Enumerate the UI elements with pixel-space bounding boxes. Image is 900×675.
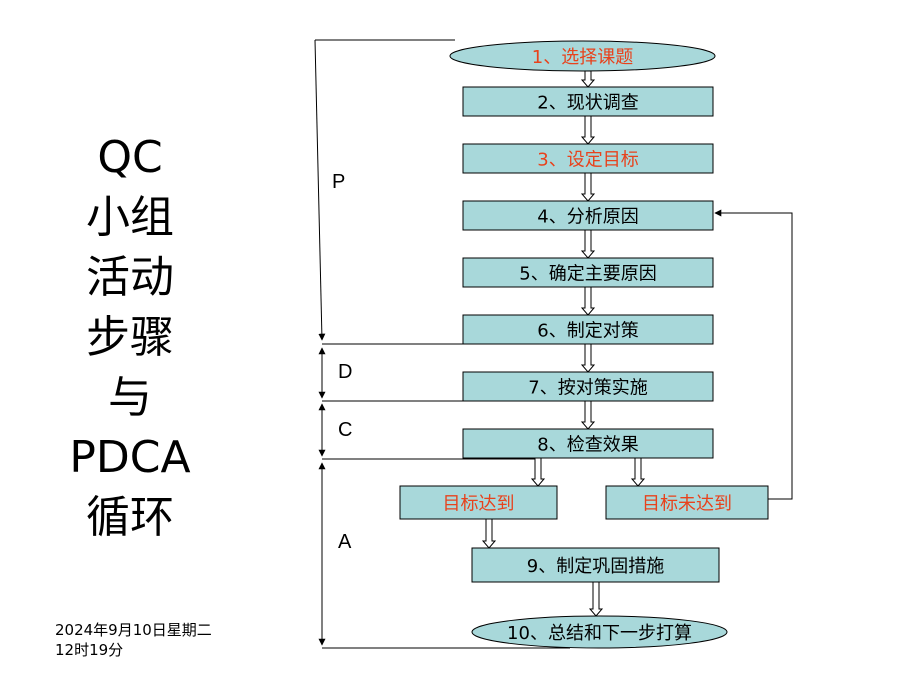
step-label: 6、制定对策: [537, 321, 638, 342]
step-label: 1、选择课题: [532, 47, 633, 68]
phase-bracket-lines: [314, 39, 793, 649]
flow-arrow: [580, 343, 596, 373]
step-label: 2、现状调查: [537, 93, 638, 114]
step-node-ga: 目标达到: [399, 485, 558, 520]
phase-label-d: D: [338, 361, 352, 383]
slide-title: QC 小组 活动 步骤 与 PDCA 循环: [40, 128, 220, 548]
step-node-s6: 6、制定对策: [462, 314, 714, 345]
step-nodes: 1、选择课题 2、现状调查 3、设定目标 4、分析原因 5、确定主要原因 6、制定对策 7、…: [399, 40, 769, 649]
title-line: 与: [108, 372, 152, 423]
step-node-s3: 3、设定目标: [462, 143, 714, 174]
step-box: [462, 428, 714, 459]
step-ellipse: [471, 615, 728, 649]
step-label: 5、确定主要原因: [519, 264, 656, 285]
step-label: 7、按对策实施: [528, 378, 647, 399]
step-node-s1: 1、选择课题: [449, 40, 716, 72]
step-label: 目标未达到: [642, 494, 732, 515]
date-line: 2024年9月10日星期二: [55, 621, 212, 639]
flow-arrow: [580, 286, 596, 316]
step-label: 10、总结和下一步打算: [507, 623, 692, 644]
flow-arrow: [580, 115, 596, 145]
flow-arrow: [530, 457, 546, 487]
feedback-loop-line: [714, 209, 793, 500]
step-box: [471, 547, 720, 583]
time-line: 12时19分: [55, 641, 124, 659]
step-label: 目标达到: [443, 494, 515, 515]
phase-label-a: A: [338, 531, 352, 553]
date-stamp: 2024年9月10日星期二 12时19分: [55, 620, 212, 660]
phase-label-c: C: [338, 419, 352, 441]
flow-arrow: [580, 400, 596, 430]
phase-labels: P D C A: [332, 171, 352, 553]
step-node-s7: 7、按对策实施: [462, 371, 714, 402]
flow-arrows: [481, 70, 646, 617]
step-label: 9、制定巩固措施: [527, 556, 664, 577]
step-box: [399, 485, 558, 520]
step-node-s10: 10、总结和下一步打算: [471, 615, 728, 649]
flow-arrow: [481, 518, 497, 549]
step-box: [462, 371, 714, 402]
step-label: 4、分析原因: [537, 207, 638, 228]
step-node-gn: 目标未达到: [605, 485, 769, 520]
flow-arrow: [630, 457, 646, 487]
flow-arrow: [588, 581, 604, 617]
step-label: 8、检查效果: [537, 435, 638, 456]
step-box: [462, 200, 714, 231]
title-line: 步骤: [86, 312, 174, 363]
flow-arrow: [580, 70, 596, 88]
flow-arrow: [580, 229, 596, 259]
step-box: [462, 314, 714, 345]
flow-arrow: [580, 172, 596, 202]
step-box: [462, 143, 714, 174]
title-line: 小组: [86, 192, 174, 243]
step-box: [462, 257, 714, 288]
title-line: PDCA: [69, 432, 191, 483]
p-phase-diagonal: [314, 39, 326, 341]
step-box: [462, 86, 714, 117]
phase-label-p: P: [332, 171, 345, 193]
title-line: QC: [97, 132, 163, 183]
step-box: [605, 485, 769, 520]
title-line: 活动: [86, 252, 174, 303]
step-node-s8: 8、检查效果: [462, 428, 714, 459]
step-node-s4: 4、分析原因: [462, 200, 714, 231]
step-ellipse: [449, 40, 716, 72]
step-label: 3、设定目标: [537, 150, 638, 171]
step-node-s9: 9、制定巩固措施: [471, 547, 720, 583]
title-line: 循环: [86, 492, 174, 543]
step-node-s2: 2、现状调查: [462, 86, 714, 117]
step-node-s5: 5、确定主要原因: [462, 257, 714, 288]
